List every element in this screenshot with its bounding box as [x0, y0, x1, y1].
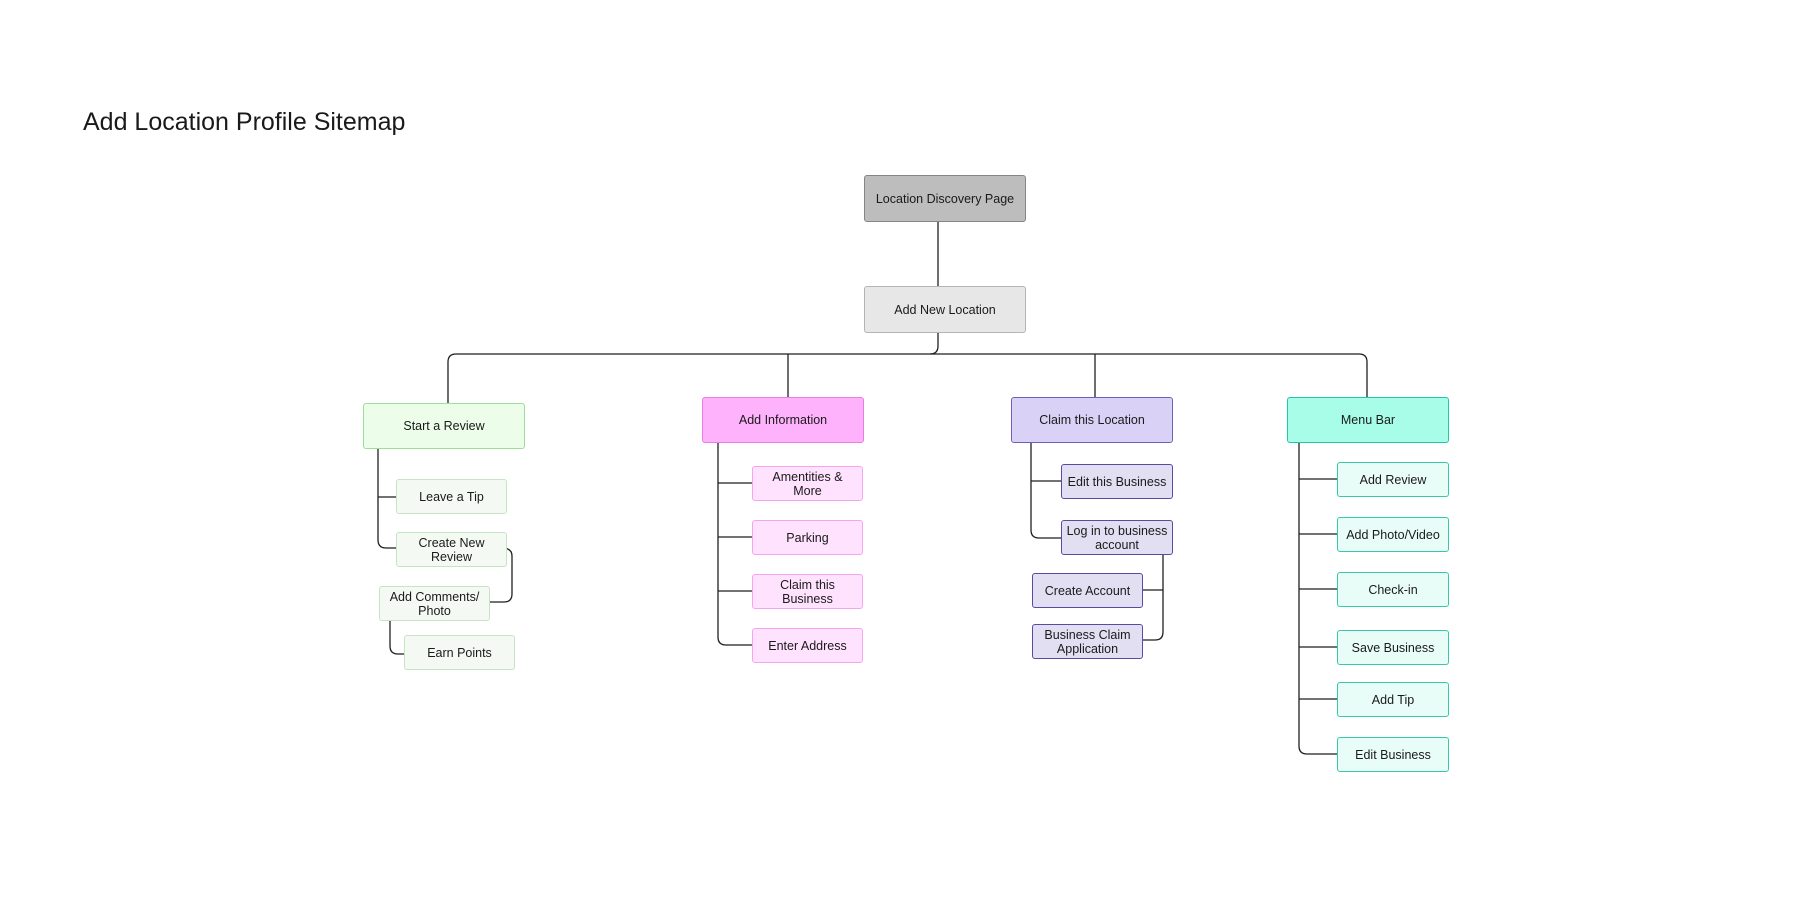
node-add-new-location[interactable]: Add New Location	[864, 286, 1026, 333]
node-check-in[interactable]: Check-in	[1337, 572, 1449, 607]
page-title: Add Location Profile Sitemap	[83, 108, 406, 136]
node-amenities-and-more[interactable]: Amentities & More	[752, 466, 863, 501]
node-leave-a-tip[interactable]: Leave a Tip	[396, 479, 507, 514]
node-save-business[interactable]: Save Business	[1337, 630, 1449, 665]
node-business-claim-application[interactable]: Business Claim Application	[1032, 624, 1143, 659]
node-add-information[interactable]: Add Information	[702, 397, 864, 443]
node-log-in-to-business-account[interactable]: Log in to business account	[1061, 520, 1173, 555]
node-claim-this-business[interactable]: Claim this Business	[752, 574, 863, 609]
node-create-account[interactable]: Create Account	[1032, 573, 1143, 608]
node-menu-bar[interactable]: Menu Bar	[1287, 397, 1449, 443]
node-location-discovery-page[interactable]: Location Discovery Page	[864, 175, 1026, 222]
node-create-new-review[interactable]: Create New Review	[396, 532, 507, 567]
node-start-a-review[interactable]: Start a Review	[363, 403, 525, 449]
node-claim-this-location[interactable]: Claim this Location	[1011, 397, 1173, 443]
node-enter-address[interactable]: Enter Address	[752, 628, 863, 663]
node-add-tip[interactable]: Add Tip	[1337, 682, 1449, 717]
node-add-review[interactable]: Add Review	[1337, 462, 1449, 497]
node-earn-points[interactable]: Earn Points	[404, 635, 515, 670]
node-edit-this-business[interactable]: Edit this Business	[1061, 464, 1173, 499]
node-parking[interactable]: Parking	[752, 520, 863, 555]
node-edit-business[interactable]: Edit Business	[1337, 737, 1449, 772]
node-add-comments-photo[interactable]: Add Comments/ Photo	[379, 586, 490, 621]
node-add-photo-video[interactable]: Add Photo/Video	[1337, 517, 1449, 552]
